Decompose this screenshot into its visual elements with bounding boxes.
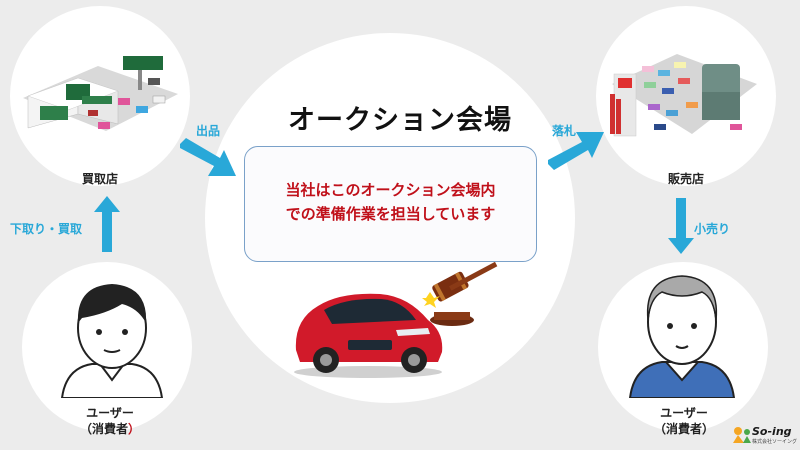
car-illustration xyxy=(294,293,443,378)
winning-bid-label: 落札 xyxy=(552,124,577,138)
note-line-1: 当社はこのオークション会場内 xyxy=(285,181,496,199)
user-left-label-2: （消費者） xyxy=(62,420,158,437)
user-right-label-1: ユーザー xyxy=(660,406,708,420)
user-right-face xyxy=(628,275,736,398)
note-box: 当社はこのオークション会場内 での準備作業を担当しています xyxy=(244,146,537,262)
auction-title: オークション会場 xyxy=(288,105,512,136)
gavel-illustration xyxy=(422,262,498,326)
note-line-2: での準備作業を担当しています xyxy=(285,205,496,223)
so-ing-logo-icon xyxy=(733,427,751,443)
sales-shop-label: 販売店 xyxy=(667,172,704,186)
user-right-label-2: （消費者） xyxy=(653,422,714,436)
logo-subtext: 株式会社ソーイング xyxy=(752,439,798,445)
listing-arrow xyxy=(180,138,236,176)
trade-in-label: 下取り・買取 xyxy=(10,222,83,236)
user-left-label-2-text: （消費者 xyxy=(79,422,128,436)
retail-arrow xyxy=(668,198,694,254)
user-left-face xyxy=(60,284,164,398)
trade-in-arrow xyxy=(94,196,120,252)
buy-shop-illustration xyxy=(23,56,178,131)
retail-label: 小売り xyxy=(694,222,731,236)
user-left-label-2-paren: ） xyxy=(128,422,141,436)
buy-shop-label: 買取店 xyxy=(81,172,118,186)
sales-shop-illustration xyxy=(610,54,757,137)
winning-bid-arrow xyxy=(548,132,604,170)
listing-label: 出品 xyxy=(196,124,221,138)
user-left-label-1: ユーザー xyxy=(86,406,134,420)
logo-name: So-ing xyxy=(752,425,792,438)
